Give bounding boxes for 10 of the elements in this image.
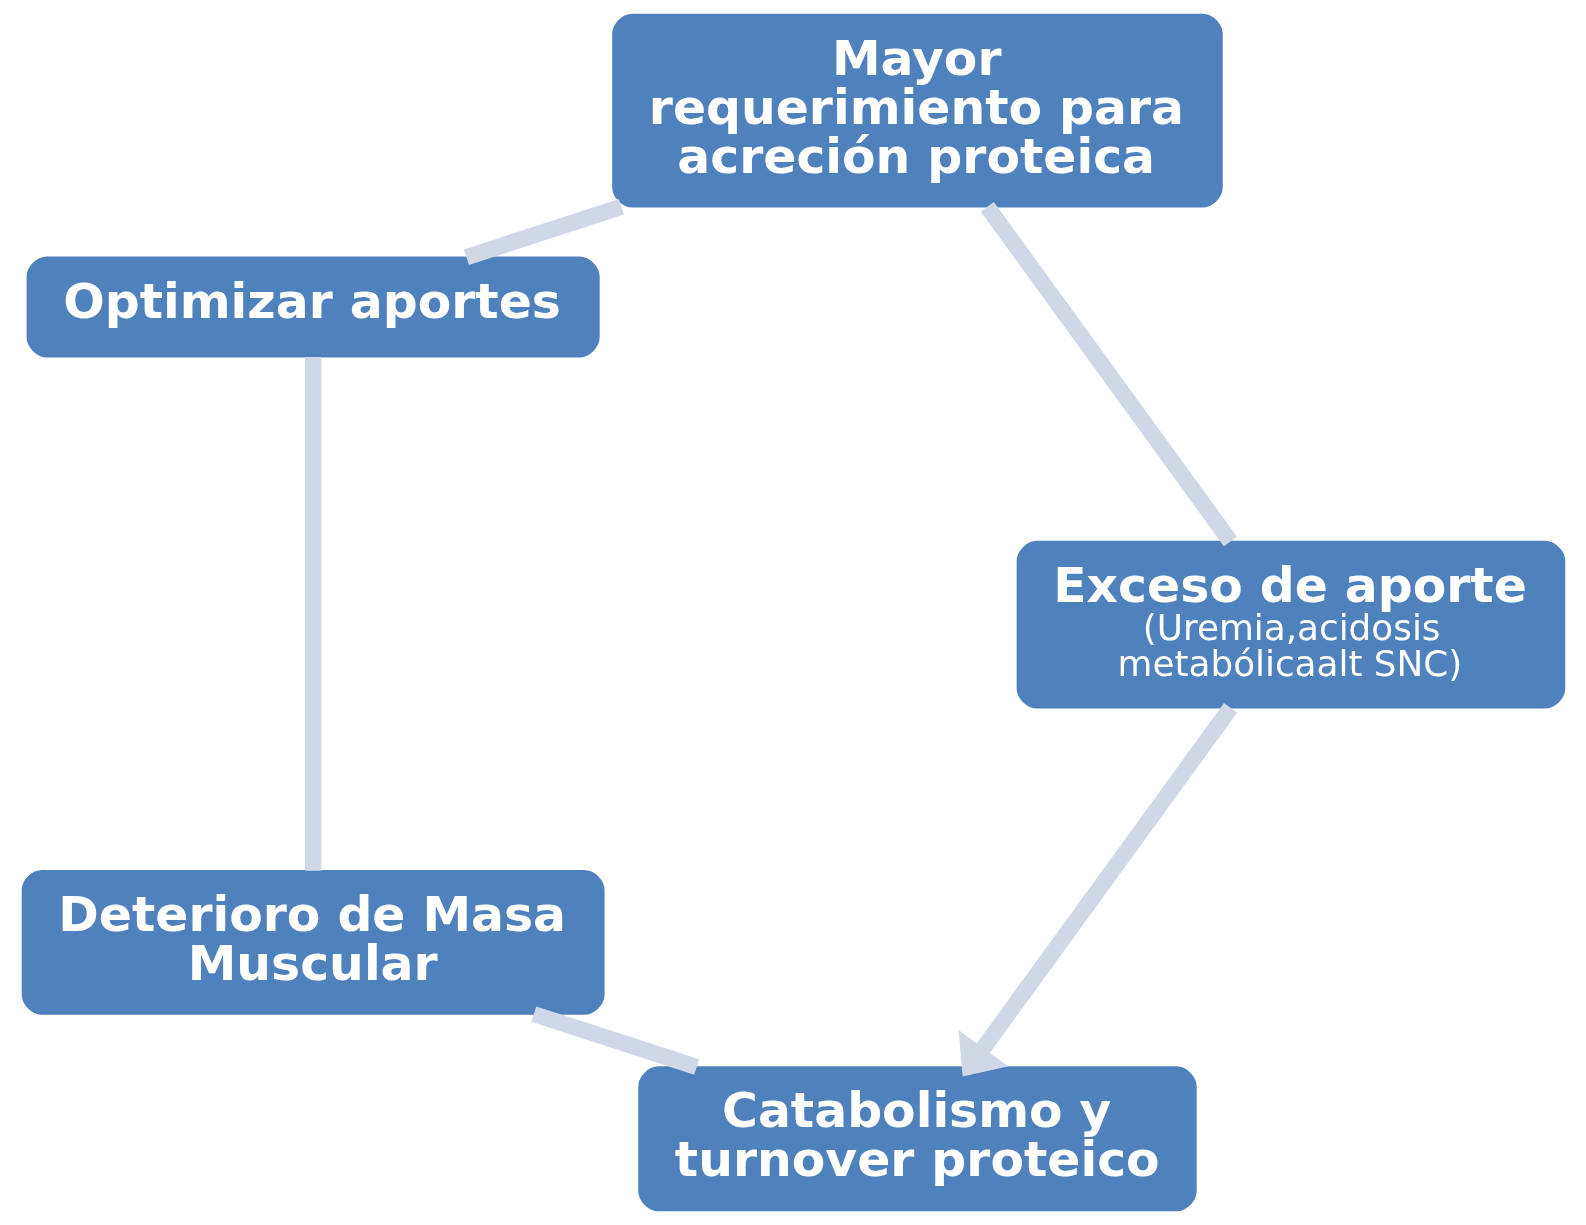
node-box: Exceso de aporte (Uremia,acidosis metabólicaalt SNC) — [1016, 540, 1565, 709]
connector — [463, 199, 624, 265]
node-box: Mayor requerimiento para acreción proteica — [611, 13, 1223, 208]
connector — [980, 201, 1237, 547]
node-box: Catabolismo y turnover proteico — [637, 1066, 1197, 1212]
node-box: Optimizar aportes — [26, 256, 600, 358]
node-box: Deterioro de Masa Muscular — [21, 869, 605, 1015]
arrow — [957, 703, 1237, 1077]
connector — [304, 357, 321, 871]
connector — [530, 1006, 699, 1075]
